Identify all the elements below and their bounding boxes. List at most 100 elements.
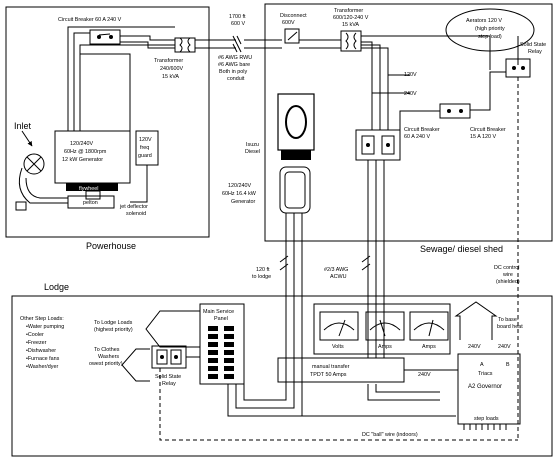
ph-breaker-lever: [98, 33, 111, 36]
volts-meter: [319, 311, 359, 341]
breaker-60a-dot-2: [386, 143, 390, 147]
pelton-label: pelton: [83, 200, 98, 206]
pelton-box: [67, 195, 115, 209]
ph-transformer-label-2: 240/600V: [160, 66, 183, 72]
other-load-4: •Dishwasher: [26, 348, 56, 354]
ph-wiring: [67, 26, 228, 131]
lodge-ssr-label-2: Relay: [162, 381, 176, 387]
disconnect-blade: [287, 31, 298, 41]
shed-ssr-dot-2: [521, 66, 525, 70]
line-length-2: 600 V: [231, 21, 245, 27]
other-loads-title: Other Step Loads:: [20, 316, 64, 322]
powerhouse-label: Powerhouse: [86, 241, 136, 251]
disconnect-switch: [284, 28, 300, 44]
feeder-runs: [279, 160, 385, 358]
shed-ssr-wire: [470, 71, 506, 111]
lodge-box: [11, 295, 553, 457]
panel-breaker: [224, 358, 234, 363]
aerators-label-2: (high priority: [475, 26, 505, 32]
diesel-coupling: [281, 150, 311, 160]
other-load-3: •Freezer: [26, 340, 47, 346]
other-load-6: •Washer/dyer: [26, 364, 58, 370]
dc-ball-wire: [159, 368, 518, 441]
gen-label-1: 120/240V: [70, 141, 93, 147]
panel-breaker: [224, 350, 234, 355]
governor-box: [457, 353, 521, 425]
ph-transformer-label-3: 15 kVA: [162, 74, 179, 80]
main-panel-label-1: Main Service: [203, 309, 234, 315]
breaker-15a-label-1: Circuit Breaker: [470, 127, 506, 133]
panel-breaker: [208, 350, 218, 355]
ph-breaker: [89, 29, 121, 45]
v240-b: 240V: [498, 344, 511, 350]
breaker-15a-wire: [399, 110, 440, 130]
panel-breaker: [224, 374, 234, 379]
line-cable-2: #6 AWG bare: [218, 62, 250, 68]
transfer-label-2: TPDT 50 Amps: [310, 372, 347, 378]
baseboard-2: board heat: [497, 324, 523, 330]
volts-label: Volts: [332, 344, 344, 350]
shed-wiring: [299, 35, 519, 130]
panel-breaker: [208, 358, 218, 363]
jet-deflector-label-1: jet deflector: [119, 204, 148, 210]
amps-meter-2: [409, 311, 449, 341]
shed-box: [264, 3, 553, 242]
breaker-60a-dot-1: [366, 143, 370, 147]
breaker-60a-pole-1: [361, 135, 375, 155]
disconnect-label-2: 600V: [282, 20, 295, 26]
line-breaks: [228, 35, 282, 53]
tailrace: [15, 201, 27, 211]
isuzu-label-1: Isuzu: [246, 142, 259, 148]
panel-breakers: [208, 326, 234, 379]
lodge-wiring: [186, 356, 458, 417]
ph-breaker-contact-2: [109, 35, 113, 39]
diesel-gen-label-2: 60Hz 16.4 kW: [222, 191, 257, 197]
other-load-2: •Cooler: [26, 332, 44, 338]
breaker-15a: [439, 103, 471, 119]
diesel-engine: [277, 93, 315, 151]
shaft: [85, 190, 101, 200]
shed-ssr-dot-1: [512, 66, 516, 70]
shed-transformer: [340, 30, 362, 52]
lodge-ssr-dot-1: [160, 355, 164, 359]
aerators-label-3: step load): [478, 34, 502, 40]
diesel-gen-label-1: 120/240V: [228, 183, 251, 189]
freq-guard-label-2: freq: [140, 145, 149, 151]
other-load-1: •Water pumping: [26, 324, 64, 330]
ph-breaker-contact-1: [97, 35, 101, 39]
shed-transformer-3: 15 kVA: [342, 22, 359, 28]
inlet-label: Inlet: [14, 121, 32, 131]
panel-breaker: [224, 342, 234, 347]
transfer-switch: [277, 357, 405, 383]
inlet-arrow: [21, 130, 33, 147]
breaker-60a-label-1: Circuit Breaker: [404, 127, 440, 133]
line-length-1: 1700 ft: [229, 14, 246, 20]
ph-transformer: [174, 37, 196, 53]
lodge-ssr-pole-1: [156, 349, 168, 365]
jet-deflector-label-2: solenoid: [126, 211, 146, 217]
breaker-60a-pole-2: [381, 135, 395, 155]
flywheel: [66, 183, 118, 191]
lodge-label: Lodge: [44, 282, 69, 292]
panel-breaker: [224, 366, 234, 371]
diesel-cylinder: [285, 105, 307, 139]
governor-terminals: [463, 424, 507, 430]
powerhouse-box: [5, 6, 210, 238]
letter-a: A: [480, 362, 484, 368]
to-lodge-2: to lodge: [252, 274, 271, 280]
dc-control-3: (shielded): [496, 279, 520, 285]
diesel-gen-label-3: Generator: [231, 199, 255, 205]
panel-breaker: [208, 334, 218, 339]
baseboard-1: To base-: [498, 317, 519, 323]
isuzu-label-2: Diesel: [245, 149, 260, 155]
shed-120v: 120V: [404, 72, 417, 78]
acwu-1: #2/3 AWG: [324, 267, 348, 273]
panel-breaker: [208, 326, 218, 331]
freq-guard-label-3: guard: [138, 153, 152, 159]
lodge-loads-arrow: [145, 310, 200, 348]
gen-label-3: 12 kW Generator: [62, 157, 103, 163]
clothes-arrow: [121, 348, 150, 382]
dc-control-2: wire: [502, 272, 513, 278]
